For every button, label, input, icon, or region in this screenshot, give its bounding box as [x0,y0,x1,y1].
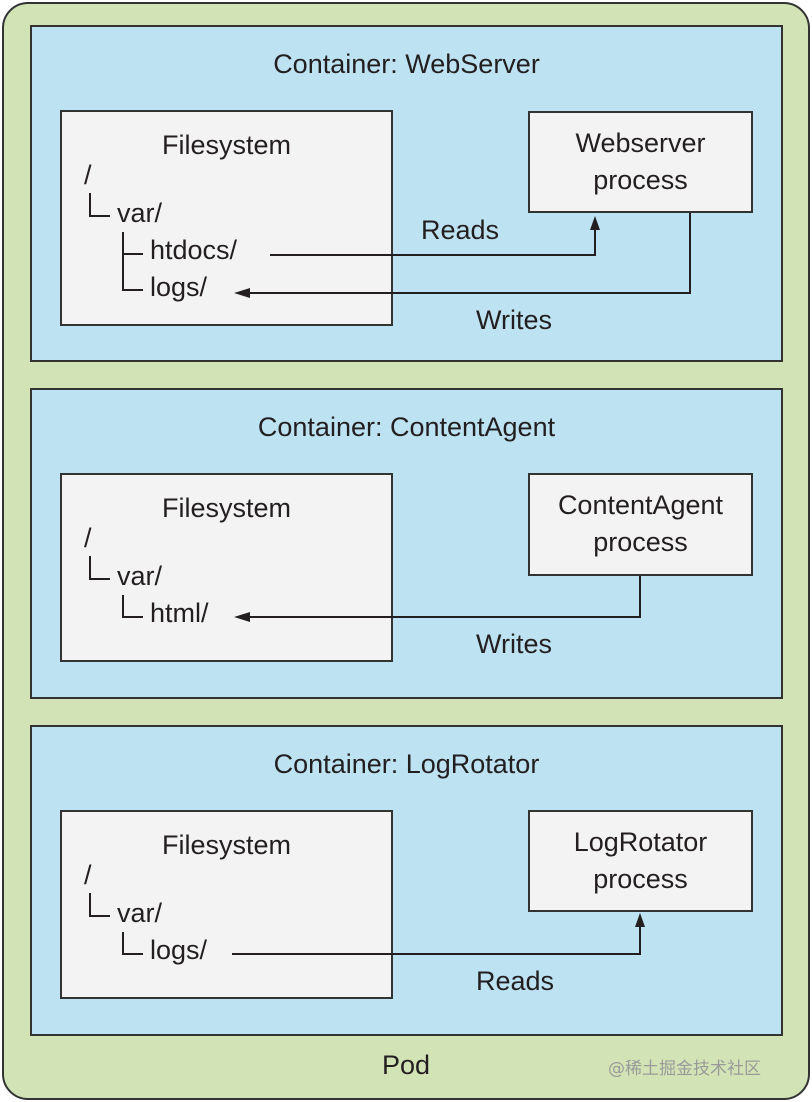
tree-htdocs: htdocs/ [150,235,238,265]
process-box-webserver: Webserver process [528,111,753,213]
edge-label-writes: Writes [476,629,553,659]
tree-html: html/ [150,598,209,628]
filesystem-box: Filesystem [60,473,393,662]
filesystem-title: Filesystem [161,830,291,860]
container-title: Container: WebServer [273,49,540,79]
tree-var: var/ [117,561,163,591]
process-label-line2: process [593,527,688,557]
tree-root: / [84,860,92,890]
filesystem-box: Filesystem [60,810,393,999]
tree-root: / [84,523,92,553]
tree-root: / [84,160,92,190]
process-label-line1: ContentAgent [557,490,724,520]
process-label-line1: Webserver [575,128,706,158]
filesystem-title: Filesystem [161,130,291,160]
tree-logs: logs/ [150,935,208,965]
filesystem-box: Filesystem [60,110,393,326]
tree-logs: logs/ [150,272,208,302]
process-box-contentagent: ContentAgent process [528,473,753,576]
filesystem-title: Filesystem [161,493,291,523]
pod-label: Pod [381,1050,431,1080]
process-label-line1: LogRotator [573,827,708,857]
process-label-line2: process [593,864,688,894]
tree-var: var/ [117,898,163,928]
watermark: @稀土掘金技术社区 [608,1059,761,1079]
container-title: Container: LogRotator [273,749,540,779]
tree-var: var/ [117,198,163,228]
process-box-logrotator: LogRotator process [528,810,753,912]
process-label-line2: process [593,165,688,195]
edge-label-writes: Writes [476,305,553,335]
edge-label-reads: Reads [476,966,555,996]
container-title: Container: ContentAgent [257,412,556,442]
edge-label-reads: Reads [421,215,500,245]
